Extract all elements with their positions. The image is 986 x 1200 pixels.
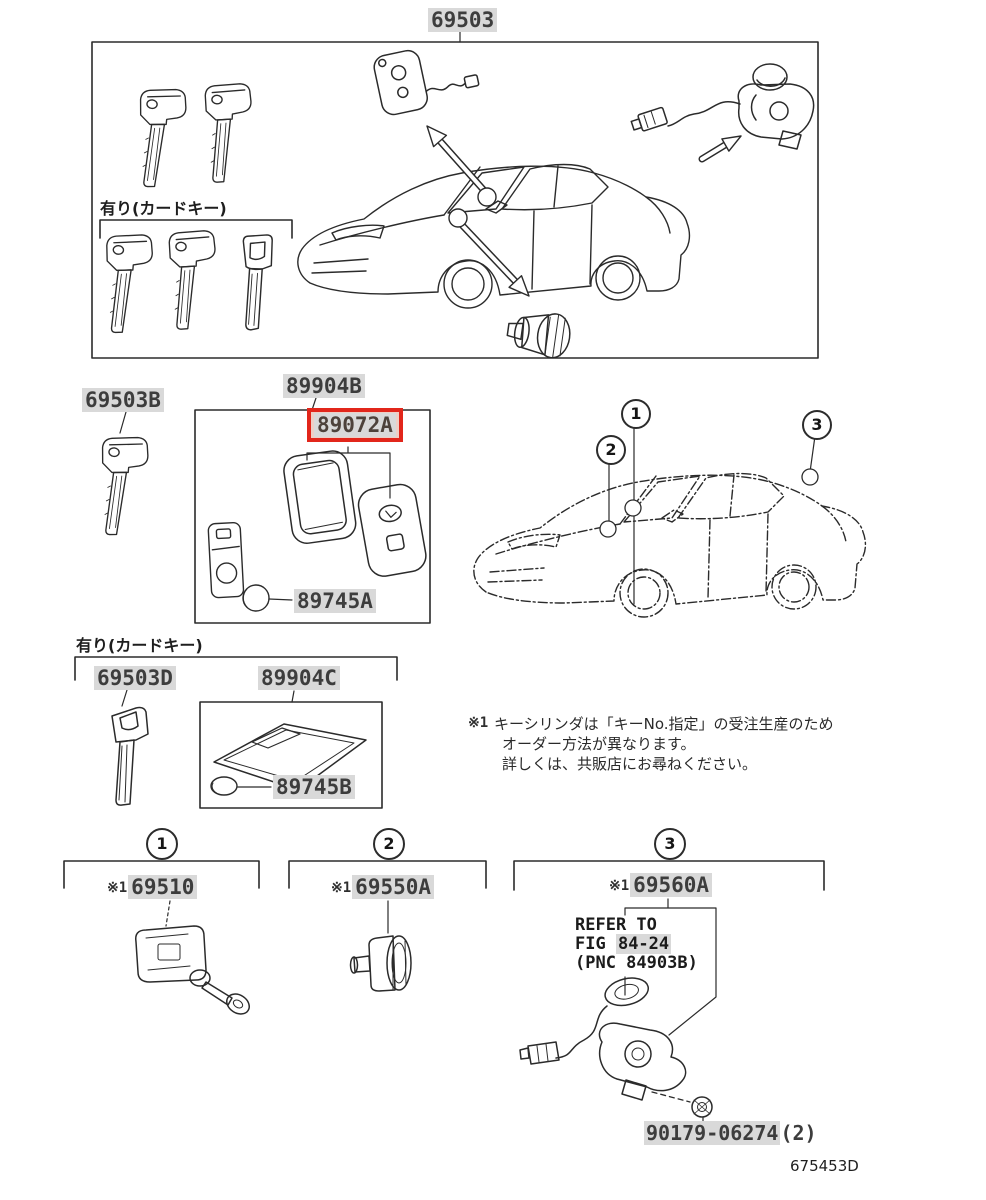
car-callout-1: 1 — [621, 399, 651, 429]
refer-line-3: (PNC 84903B) — [575, 953, 698, 973]
arrow-to-lock-cylinder — [698, 135, 742, 163]
car-callout-view — [473, 424, 867, 618]
transmitter-housing-part — [283, 450, 357, 544]
refer-line-2: FIG 84-24 — [575, 934, 698, 954]
selected-part-bracket — [306, 446, 391, 499]
group-callout-3: 3 — [654, 828, 686, 860]
battery-89745b-part — [210, 776, 272, 796]
part-label-69510[interactable]: 69510 — [128, 875, 198, 899]
selected-part-box[interactable]: 89072A — [307, 408, 403, 442]
card-emergency-key-part — [111, 706, 149, 806]
part-label-89745a[interactable]: 89745A — [294, 589, 376, 613]
keyhole-markers-car-a — [448, 187, 497, 228]
card-key-bracket-top — [99, 219, 293, 239]
part-label-69503d[interactable]: 69503D — [94, 666, 176, 690]
bolt-qty: (2) — [780, 1121, 817, 1145]
group2-ref-mark: ※1 — [331, 880, 352, 896]
car-front-view — [297, 163, 691, 309]
key-blank-69503b — [92, 433, 151, 539]
part-69560a-drawing — [519, 977, 713, 1125]
ignition-cylinder-part — [506, 313, 571, 359]
note-line-2: オーダー方法が異なります。 — [502, 735, 696, 753]
refer-note: REFER TO FIG 84-24 (PNC 84903B) — [575, 916, 698, 973]
group1-ref-mark: ※1 — [107, 880, 128, 896]
battery-cover-part — [207, 521, 245, 599]
group-callout-1: 1 — [146, 828, 178, 860]
card-key-note-1: 有り(カードキー) — [100, 199, 227, 218]
refer-fig-prefix: FIG — [575, 934, 616, 954]
part-label-90179-06274[interactable]: 90179-06274 — [644, 1121, 781, 1145]
arrow-to-fob — [426, 125, 493, 200]
arrow-to-ignition — [457, 220, 530, 297]
part-label-69503b[interactable]: 69503B — [82, 388, 164, 412]
part-label-69550a[interactable]: 69550A — [352, 875, 435, 899]
part-label-69503[interactable]: 69503 — [428, 8, 498, 32]
key-fob-part — [373, 49, 480, 116]
car-callout-2: 2 — [596, 435, 626, 465]
group2-bracket — [288, 860, 487, 889]
part-label-89904c[interactable]: 89904C — [258, 666, 340, 690]
note-ref-mark: ※1 — [468, 715, 489, 731]
group-callout-2: 2 — [373, 828, 405, 860]
card-key-variant-keys — [98, 228, 274, 336]
car-callout-3: 3 — [802, 410, 832, 440]
card-key-bracket-2 — [74, 656, 398, 681]
refer-bracket — [624, 898, 717, 1036]
figure-code: 675453D — [790, 1157, 859, 1175]
refer-line-1: REFER TO — [575, 915, 657, 935]
part-label-69560a[interactable]: 69560A — [630, 873, 713, 897]
top-box-frame — [91, 31, 819, 359]
fob-back-cover-part — [357, 483, 427, 577]
leader-69503b — [119, 411, 127, 434]
card-key-box-frame — [199, 690, 383, 809]
part-label-89904b[interactable]: 89904B — [283, 374, 365, 398]
group1-bracket — [63, 860, 260, 889]
key-cylinder-note: ※1 キーシリンダは「キーNo.指定」の受注生産のため オーダー方法が異なります… — [468, 714, 834, 774]
group3-bracket — [513, 860, 825, 891]
master-keys — [130, 81, 253, 191]
group3-ref-mark: ※1 — [609, 878, 630, 894]
card-key-note-2: 有り(カードキー) — [76, 636, 203, 655]
leader-69503d — [121, 689, 128, 707]
note-line-3: 詳しくは、共販店にお尋ねください。 — [502, 755, 758, 773]
part-label-89072a[interactable]: 89072A — [314, 413, 396, 437]
card-key-part — [213, 723, 367, 791]
refer-fig-link[interactable]: 84-24 — [615, 934, 672, 954]
note-line-1: キーシリンダは「キーNo.指定」の受注生産のため — [493, 715, 834, 733]
part-69550a-drawing — [349, 935, 412, 992]
part-69510-drawing — [134, 925, 250, 1015]
leader-69510 — [165, 900, 171, 927]
part-label-89745b[interactable]: 89745B — [273, 775, 355, 799]
battery-89745a-part — [242, 584, 293, 612]
bolt-label: 90179-06274(2) — [644, 1121, 817, 1145]
lock-cylinder-cable-part — [630, 63, 815, 150]
